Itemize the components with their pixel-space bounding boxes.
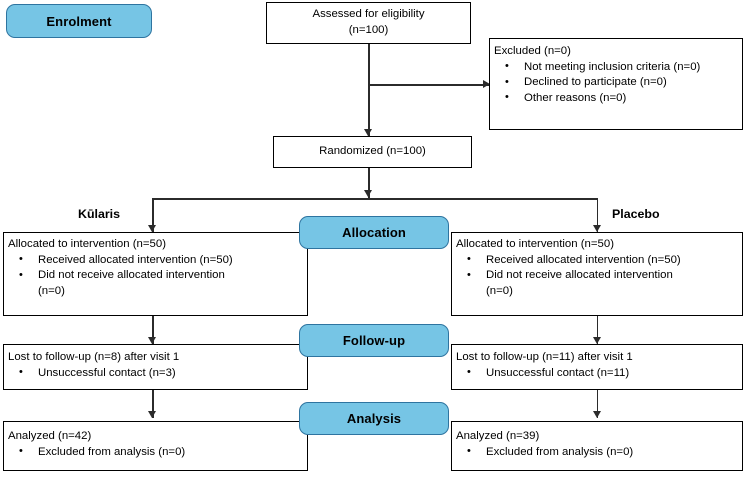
excluded-list: Not meeting inclusion criteria (n=0) Dec…	[490, 59, 742, 107]
assessed-line-2: (n=100)	[348, 23, 389, 36]
stage-badge-enrolment: Enrolment	[6, 4, 152, 38]
list-item: Unsuccessful contact (n=3)	[4, 365, 307, 382]
analysis-left-list: Excluded from analysis (n=0)	[4, 444, 307, 461]
arm-label-left: Kūlaris	[78, 207, 121, 221]
box-randomized: Randomized (n=100)	[273, 136, 472, 168]
box-followup-left: Lost to follow-up (n=8) after visit 1 Un…	[3, 344, 308, 390]
connector-left-alloc-to-followup	[152, 316, 154, 344]
stage-badge-analysis-label: Analysis	[346, 411, 402, 426]
list-item-text: Did not receive allocated intervention	[486, 269, 673, 281]
connector-right-alloc-to-followup	[596, 316, 598, 344]
arm-label-right: Placebo	[612, 207, 660, 221]
followup-right-title: Lost to follow-up (n=11) after visit 1	[456, 351, 633, 363]
list-item: Did not receive allocated intervention (…	[4, 268, 307, 299]
list-item: Received allocated intervention (n=50)	[452, 252, 742, 269]
list-item-text: Did not receive allocated intervention	[38, 269, 225, 281]
analysis-left-title: Analyzed (n=42)	[8, 430, 92, 442]
followup-right-list: Unsuccessful contact (n=11)	[452, 365, 742, 382]
connector-right-followup-to-analysis	[596, 390, 598, 418]
allocation-right-list: Received allocated intervention (n=50) D…	[452, 252, 742, 300]
excluded-title: Excluded (n=0)	[494, 45, 571, 57]
connector-left-followup-to-analysis	[152, 390, 154, 418]
box-assessed-for-eligibility: Assessed for eligibility (n=100)	[266, 2, 471, 44]
allocation-right-title: Allocated to intervention (n=50)	[456, 238, 614, 250]
list-item: Unsuccessful contact (n=11)	[452, 365, 742, 382]
stage-badge-followup-label: Follow-up	[342, 333, 406, 348]
list-item-continuation: (n=0)	[486, 284, 513, 297]
box-followup-right: Lost to follow-up (n=11) after visit 1 U…	[451, 344, 743, 390]
connector-randomized-down	[368, 168, 370, 198]
arrowhead-randomized	[363, 129, 372, 136]
arrowhead-left-allocation	[148, 225, 156, 232]
box-allocation-right: Allocated to intervention (n=50) Receive…	[451, 232, 743, 316]
followup-left-title: Lost to follow-up (n=8) after visit 1	[8, 351, 180, 363]
arrowhead-right-followup	[592, 337, 601, 344]
list-item: Received allocated intervention (n=50)	[4, 252, 307, 269]
stage-badge-analysis: Analysis	[299, 402, 449, 435]
list-item: Excluded from analysis (n=0)	[452, 444, 742, 461]
box-allocation-left: Allocated to intervention (n=50) Receive…	[3, 232, 308, 316]
box-excluded: Excluded (n=0) Not meeting inclusion cri…	[489, 38, 743, 130]
list-item: Other reasons (n=0)	[490, 90, 742, 107]
list-item-continuation: (n=0)	[38, 284, 65, 297]
connector-split-bar	[152, 198, 598, 200]
connector-split-right	[596, 198, 598, 232]
arrowhead-left-followup	[148, 337, 156, 344]
box-analysis-right: Analyzed (n=39) Excluded from analysis (…	[451, 421, 743, 471]
stage-badge-enrolment-label: Enrolment	[46, 13, 112, 29]
analysis-right-list: Excluded from analysis (n=0)	[452, 444, 742, 461]
arrowhead-split	[363, 190, 372, 197]
list-item: Did not receive allocated intervention (…	[452, 268, 742, 299]
analysis-right-title: Analyzed (n=39)	[456, 430, 540, 442]
arrowhead-right-analysis	[592, 411, 601, 418]
arrowhead-left-analysis	[148, 411, 156, 418]
followup-left-list: Unsuccessful contact (n=3)	[4, 365, 307, 382]
connector-assessed-to-randomized	[368, 44, 370, 136]
list-item: Declined to participate (n=0)	[490, 75, 742, 91]
assessed-line-1: Assessed for eligibility	[312, 8, 425, 20]
randomized-label: Randomized (n=100)	[319, 145, 426, 157]
connector-split-left	[152, 198, 154, 232]
arrowhead-right-allocation	[592, 225, 601, 232]
connector-to-excluded	[368, 84, 489, 86]
allocation-left-list: Received allocated intervention (n=50) D…	[4, 252, 307, 300]
stage-badge-allocation-label: Allocation	[342, 225, 406, 240]
arrowhead-excluded	[483, 80, 490, 88]
list-item: Excluded from analysis (n=0)	[4, 444, 307, 461]
box-analysis-left: Analyzed (n=42) Excluded from analysis (…	[3, 421, 308, 471]
stage-badge-followup: Follow-up	[299, 324, 449, 357]
allocation-left-title: Allocated to intervention (n=50)	[8, 238, 166, 250]
list-item: Not meeting inclusion criteria (n=0)	[490, 59, 742, 76]
stage-badge-allocation: Allocation	[299, 216, 449, 249]
